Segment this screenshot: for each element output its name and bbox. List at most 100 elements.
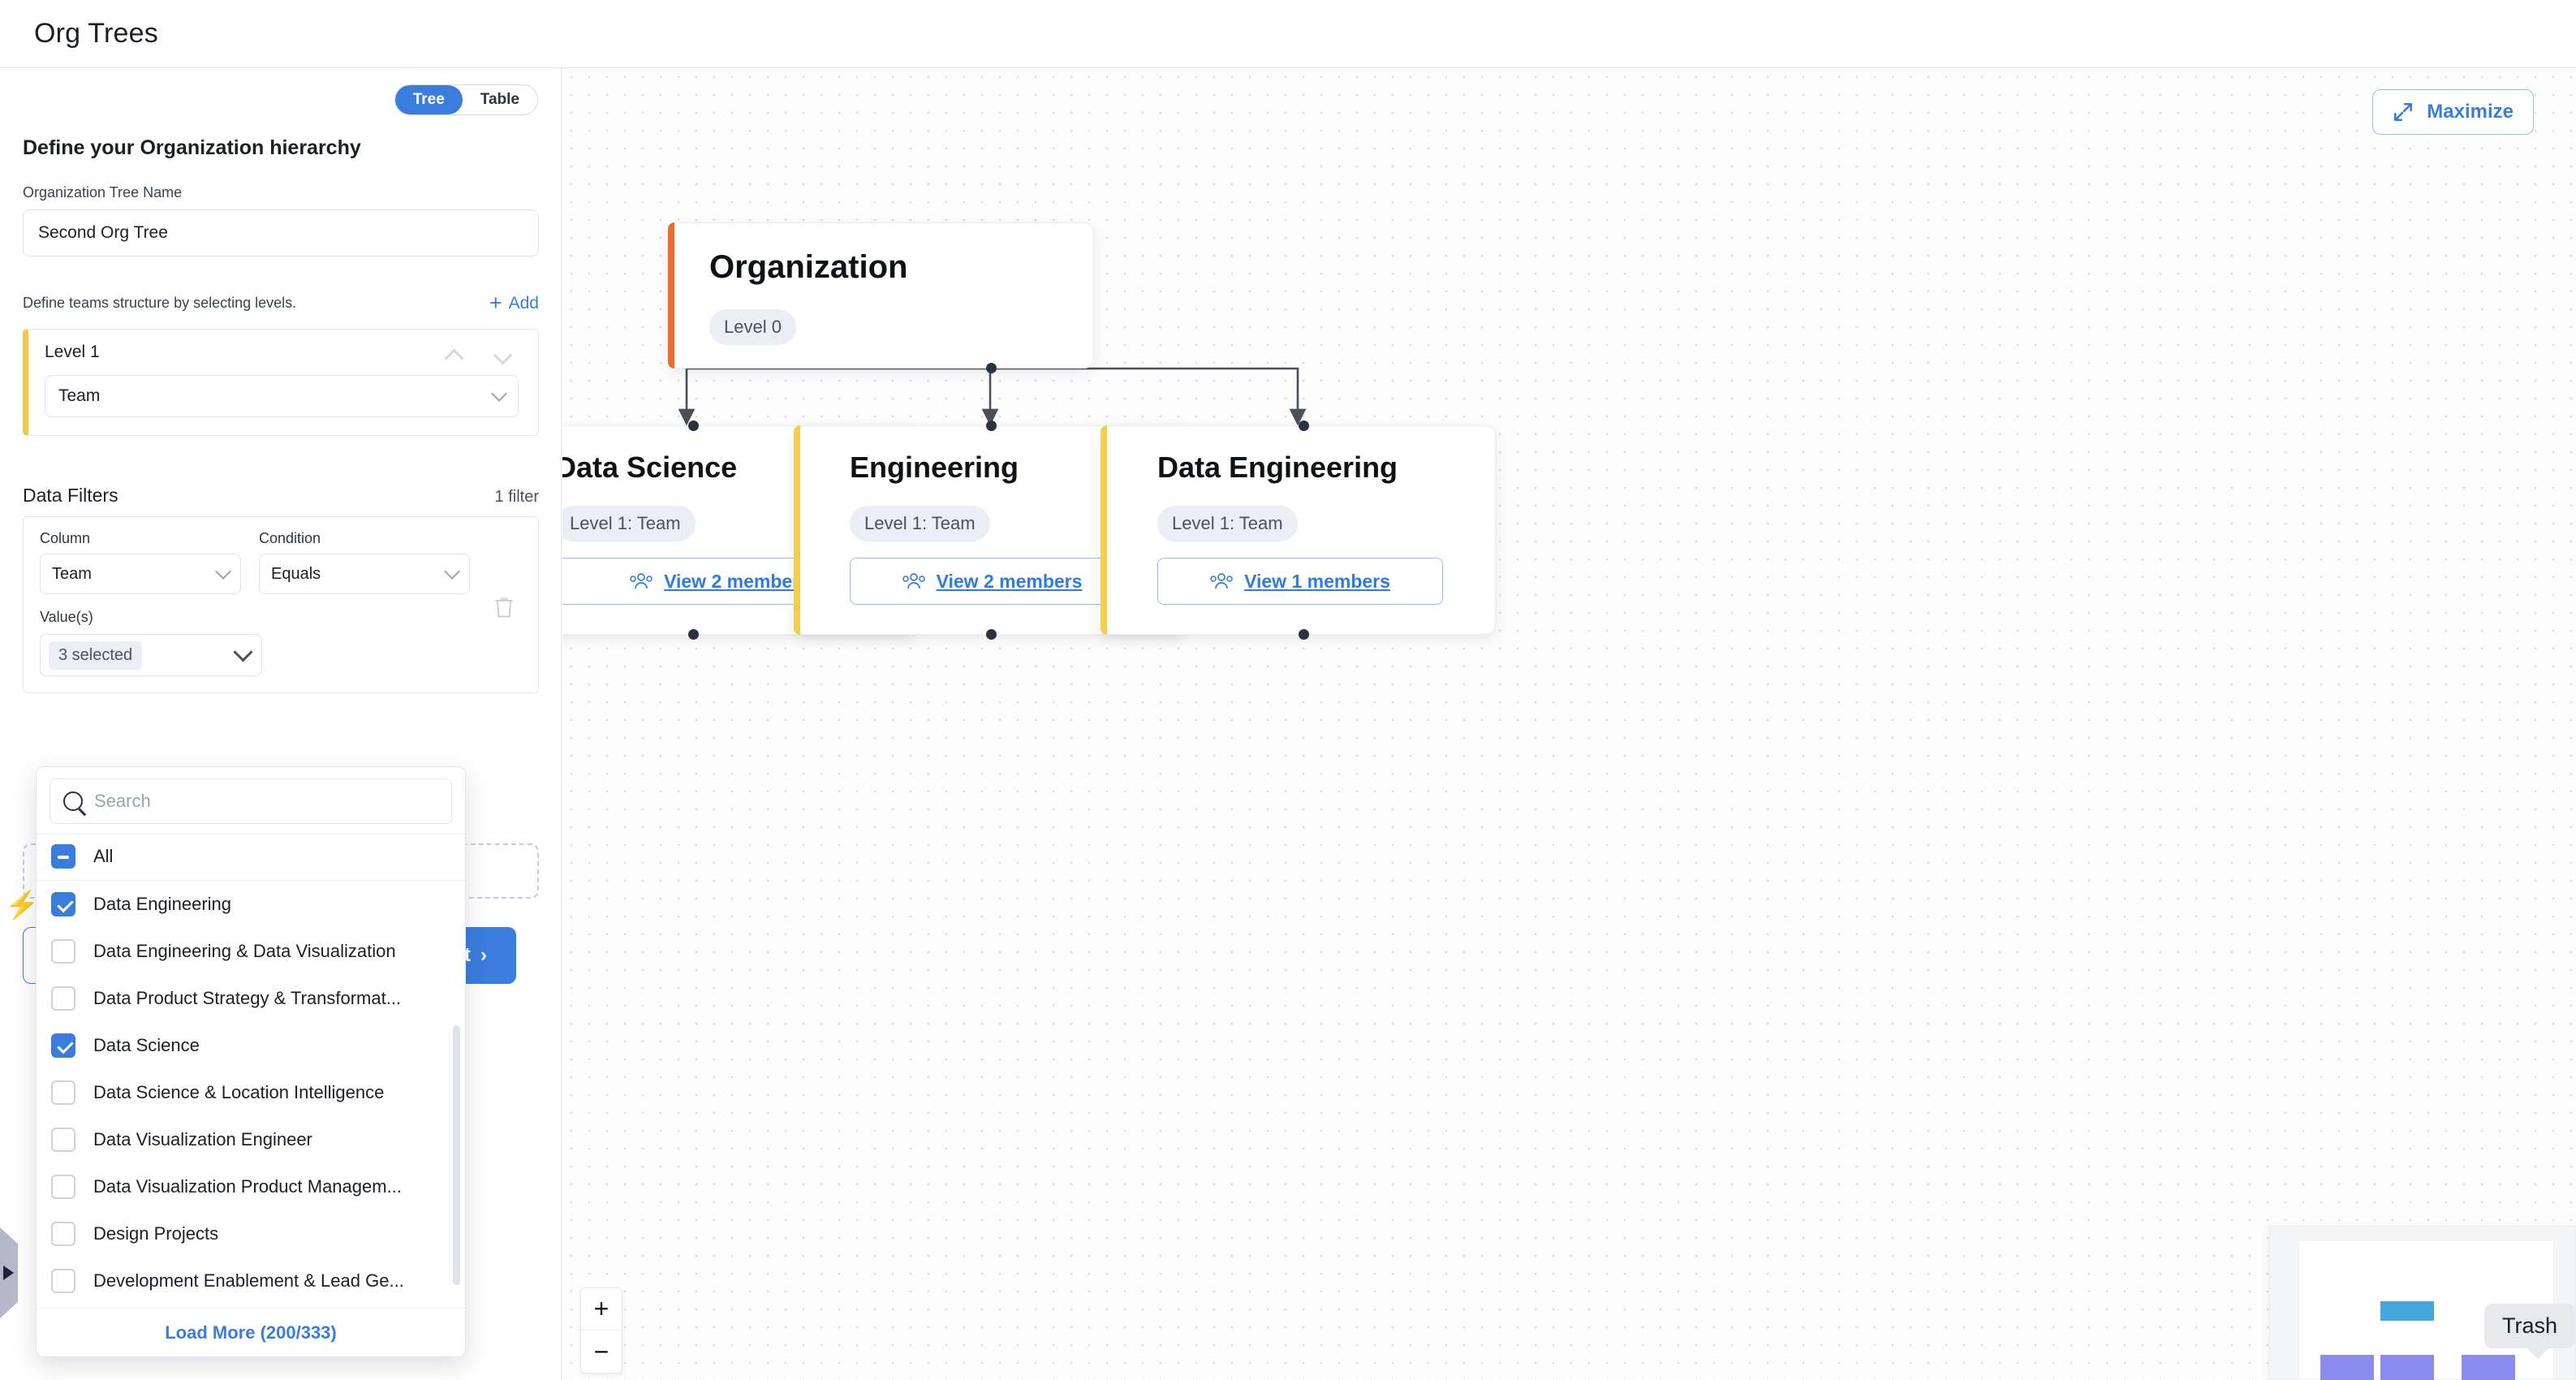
node-title: Organization [709, 249, 908, 285]
node-level-chip: Level 0 [709, 309, 796, 345]
level-title: Level 1 [45, 343, 100, 361]
condition-label: Condition [259, 530, 321, 546]
option-label: Data Science & Location Intelligence [93, 1082, 385, 1102]
node-level-chip: Level 1: Team [562, 506, 696, 541]
chevron-up-icon[interactable] [446, 347, 463, 358]
node-accent [668, 222, 674, 369]
filter-column-value: Team [52, 564, 92, 583]
node-accent [1101, 425, 1107, 635]
values-label: Value(s) [40, 609, 93, 625]
filters-count: 1 filter [494, 488, 539, 506]
filter-values-select[interactable]: 3 selected [40, 634, 262, 676]
node-port-top[interactable] [688, 420, 699, 431]
level-field-value: Team [58, 386, 101, 405]
node-port-top[interactable] [1299, 420, 1309, 431]
filter-condition-value: Equals [271, 564, 321, 583]
view-members-label: View 2 members [664, 570, 810, 592]
org-node-data-engineering[interactable]: Data Engineering Level 1: Team View 1 me… [1101, 420, 1496, 640]
list-item[interactable]: Data Science [37, 1022, 465, 1069]
level-card-header: Level 1 [45, 343, 522, 362]
filter-row: Column Team Condition Equals [40, 530, 522, 594]
tab-tree[interactable]: Tree [394, 85, 463, 114]
checkbox[interactable] [51, 1128, 75, 1152]
dropdown-options-list[interactable]: Data Engineering Data Engineering & Data… [37, 881, 465, 1308]
level-reorder-controls [446, 347, 522, 358]
panel-collapse-handle[interactable] [0, 1227, 18, 1318]
dropdown-search-wrap: Search [37, 767, 465, 834]
checkbox[interactable] [51, 1175, 75, 1199]
view-members-label: View 1 members [1244, 570, 1390, 592]
dropdown-scrollbar[interactable] [453, 1025, 460, 1285]
minimap[interactable]: Trash [2269, 1226, 2576, 1380]
filter-condition-select[interactable]: Equals [259, 554, 470, 594]
checkbox[interactable] [51, 986, 75, 1011]
top-header: Org Trees [0, 0, 2576, 68]
view-members-button[interactable]: View 1 members [1157, 558, 1443, 605]
checkbox-all[interactable] [51, 844, 75, 869]
view-members-button[interactable]: View 2 members [850, 558, 1135, 605]
zoom-out-button[interactable]: − [593, 1336, 610, 1366]
chevron-down-icon [215, 563, 231, 580]
list-item[interactable]: Data Product Strategy & Transformat... [37, 975, 465, 1022]
checkbox[interactable] [51, 1080, 75, 1105]
list-item[interactable]: Data Visualization Product Managem... [37, 1163, 465, 1210]
node-port-bottom[interactable] [986, 629, 997, 640]
minimap-node [2380, 1355, 2434, 1380]
checkbox[interactable] [51, 1222, 75, 1246]
list-item[interactable]: Data Visualization Engineer [37, 1116, 465, 1163]
zoom-in-button[interactable]: + [581, 1288, 622, 1330]
column-label: Column [40, 530, 91, 546]
option-label: Design Projects [93, 1223, 219, 1244]
levels-hint: Define teams structure by selecting leve… [23, 295, 297, 311]
dropdown-select-all[interactable]: All [37, 834, 465, 881]
checkbox[interactable] [51, 892, 75, 916]
checkbox[interactable] [51, 939, 75, 964]
option-label: Data Visualization Engineer [93, 1129, 312, 1149]
org-node-root[interactable]: Organization Level 0 [668, 222, 1094, 373]
level-field-select[interactable]: Team [45, 375, 519, 417]
node-port-bottom[interactable] [1299, 629, 1309, 640]
list-item[interactable]: Data Science & Location Intelligence [37, 1069, 465, 1116]
checkbox[interactable] [51, 1269, 75, 1293]
list-item[interactable]: Data Engineering & Data Visualization [37, 928, 465, 975]
checkbox[interactable] [51, 1033, 75, 1058]
option-label: Data Engineering & Data Visualization [93, 941, 396, 961]
plus-icon: + [489, 291, 502, 315]
delete-filter-icon[interactable] [493, 595, 515, 619]
view-mode-toggle[interactable]: Tree Table [394, 84, 538, 115]
list-item[interactable]: Development & Portfolio Strat... [37, 1305, 465, 1308]
node-port-bottom[interactable] [986, 363, 997, 373]
node-port-bottom[interactable] [688, 629, 699, 640]
minimap-node [2320, 1355, 2374, 1380]
maximize-button[interactable]: Maximize [2372, 89, 2534, 135]
search-placeholder: Search [94, 791, 151, 811]
load-more-button[interactable]: Load More (200/333) [37, 1308, 465, 1356]
maximize-icon [2394, 102, 2413, 122]
chevron-down-icon[interactable] [494, 347, 512, 358]
node-accent [794, 425, 800, 635]
filters-title: Data Filters [23, 485, 118, 506]
node-level-chip: Level 1: Team [850, 506, 990, 541]
add-level-button[interactable]: + Add [489, 292, 539, 314]
view-toggle-row: Tree Table [23, 68, 538, 115]
lightning-icon: ⚡ [5, 890, 40, 921]
people-icon [630, 573, 653, 589]
filter-column-group: Column Team [40, 530, 241, 594]
filter-column-select[interactable]: Team [40, 554, 241, 594]
tab-table[interactable]: Table [480, 91, 519, 108]
filter-condition-group: Condition Equals [259, 530, 470, 594]
level-card: Level 1 Team [23, 329, 539, 436]
option-label: Data Engineering [93, 894, 232, 914]
list-item[interactable]: Development Enablement & Lead Ge... [37, 1257, 465, 1305]
list-item[interactable]: Design Projects [37, 1210, 465, 1257]
chevron-down-icon [233, 641, 253, 662]
chevron-down-icon [491, 386, 507, 402]
tree-name-input[interactable]: Second Org Tree [23, 209, 539, 257]
chevron-right-icon: › [480, 944, 488, 966]
node-port-top[interactable] [986, 420, 997, 431]
dropdown-search-field[interactable]: Search [50, 778, 452, 824]
org-chart-canvas[interactable]: Maximize Organization Level 0 Data Scien… [562, 68, 2576, 1380]
list-item[interactable]: Data Engineering [37, 881, 465, 928]
page-title: Org Trees [34, 18, 158, 49]
